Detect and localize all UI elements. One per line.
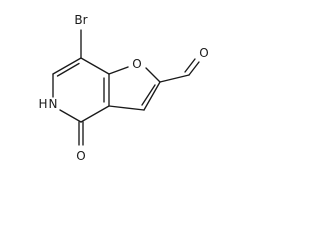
bond-c7-c7a: [80, 57, 110, 75]
bond-c2-cho: [159, 74, 190, 83]
aldehyde-oxygen-label: O: [199, 46, 208, 60]
bond-c3-c3a: [108, 105, 145, 111]
bond-c7-c6: [52, 57, 82, 75]
bromine-label: Br: [74, 13, 87, 27]
bond-c4-c3a: [80, 105, 110, 123]
bonds: [52, 29, 200, 146]
atom-labels: Br O O H N O: [38, 13, 208, 163]
bond-c7a-o1: [108, 66, 129, 75]
nitrogen-hydrogen-label: H: [38, 97, 47, 111]
bond-cho-o-second: [184, 58, 196, 73]
bond-c2-c3: [143, 81, 161, 111]
carbonyl-oxygen-label: O: [76, 149, 85, 163]
chemical-structure: Br O O H N O: [38, 13, 208, 163]
bond-c2-c3-inner: [141, 84, 156, 106]
bond-c7-c6-inner: [56, 62, 80, 77]
furan-oxygen-label: O: [132, 57, 141, 71]
ring-nitrogen-label: N: [49, 97, 58, 111]
bond-n5-c4: [59, 109, 82, 123]
bond-cho-o: [188, 61, 200, 76]
bond-o1-c2: [145, 67, 161, 83]
